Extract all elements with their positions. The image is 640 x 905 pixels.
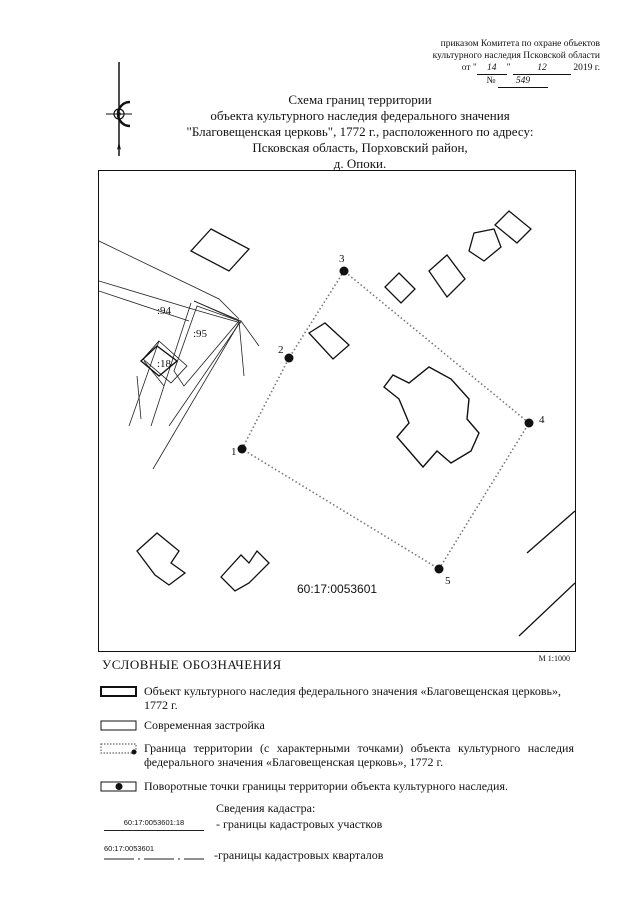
church-building <box>383 366 480 469</box>
point-label-3: 3 <box>339 253 345 265</box>
turning-point-2 <box>284 353 294 363</box>
legend-parcel-text: - границы кадастровых участков <box>216 817 383 831</box>
cadastral-parcels <box>99 240 260 470</box>
title-line-2: объекта культурного наследия федеральног… <box>210 108 510 123</box>
modern-buildings <box>136 210 575 637</box>
point-label-2: 2 <box>278 344 284 356</box>
map-frame: 1 2 3 4 5 :94 :95 :18 60:17:0053601 <box>98 170 576 652</box>
order-line-2: культурного наследия Псковской области <box>432 51 600 61</box>
legend-title: УСЛОВНЫЕ ОБОЗНАЧЕНИЯ <box>102 657 282 672</box>
legend-item-heritage: Объект культурного наследия федерального… <box>100 684 574 712</box>
legend-quarter-sample: 60:17:0053601 <box>104 838 204 862</box>
order-number: № 549 <box>433 75 600 88</box>
legend-parcel-sample: 60:17:0053601:18 <box>104 812 204 831</box>
point-label-4: 4 <box>539 414 545 426</box>
map-title: Схема границ территории объекта культурн… <box>150 92 570 172</box>
parcel-label-94: :94 <box>157 305 172 317</box>
turning-point-5 <box>434 564 444 574</box>
parcel-95 <box>173 305 240 387</box>
legend-symbol-boundary <box>100 743 137 755</box>
title-line-4: Псковская область, Порховский район, <box>252 140 468 155</box>
order-line-1: приказом Комитета по охране объектов <box>440 39 600 49</box>
quarter-line-symbol <box>104 858 204 860</box>
turning-point-3 <box>339 266 349 276</box>
parcel-18 <box>139 340 188 384</box>
order-date: от "14" 12 2019 г. <box>461 62 600 75</box>
cadastre-title: Сведения кадастра: <box>216 801 316 815</box>
legend-item-boundary: Граница территории (с характерными точка… <box>100 741 574 769</box>
turning-point-4 <box>524 418 534 428</box>
legend-item-turning-points: Поворотные точки границы территории объе… <box>100 779 574 793</box>
point-label-1: 1 <box>231 446 237 458</box>
order-day: 14 <box>476 62 507 75</box>
map-scale: М 1:1000 <box>538 654 570 663</box>
legend-quarter-text: -границы кадастровых кварталов <box>214 848 384 862</box>
order-month: 12 <box>513 62 572 75</box>
north-arrow-icon <box>106 62 132 156</box>
legend-symbol-turning-point <box>100 781 137 792</box>
legend-symbol-modern <box>100 720 137 731</box>
point-label-5: 5 <box>445 575 451 587</box>
map-drawing: 1 2 3 4 5 :94 :95 :18 60:17:0053601 <box>99 210 575 637</box>
title-line-1: Схема границ территории <box>288 92 432 107</box>
parcel-label-18: :18 <box>157 358 172 370</box>
protected-boundary <box>240 269 531 571</box>
legend-symbol-heritage <box>100 686 137 697</box>
title-line-3: "Благовещенская церковь", 1772 г., распо… <box>186 124 534 139</box>
turning-point-1 <box>237 444 247 454</box>
order-reference: приказом Комитета по охране объектов кул… <box>433 38 600 88</box>
legend-item-modern: Современная застройка <box>100 718 574 732</box>
parcel-label-95: :95 <box>193 328 208 340</box>
turning-points <box>237 266 534 574</box>
title-line-5: д. Опоки. <box>333 156 387 171</box>
quarter-label: 60:17:0053601 <box>297 582 377 596</box>
